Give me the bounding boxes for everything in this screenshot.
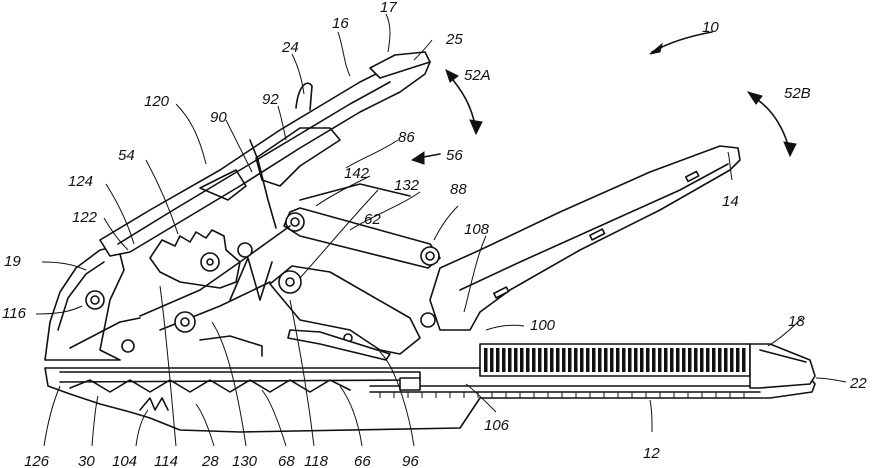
label-22: 22	[849, 375, 867, 392]
staple	[502, 348, 506, 372]
staple	[622, 348, 626, 372]
label-28: 28	[201, 453, 219, 468]
staple	[610, 348, 614, 372]
staple	[574, 348, 578, 372]
linkages	[140, 140, 440, 360]
label-17: 17	[380, 0, 397, 16]
label-114: 114	[154, 453, 178, 468]
staple	[682, 348, 686, 372]
label-86: 86	[398, 129, 415, 146]
label-100: 100	[530, 317, 556, 334]
label-56: 56	[446, 147, 463, 164]
staple	[634, 348, 638, 372]
label-30: 30	[78, 453, 95, 468]
label-106: 106	[484, 417, 510, 434]
staple	[514, 348, 518, 372]
staple	[658, 348, 662, 372]
label-62: 62	[364, 211, 381, 228]
staple	[712, 348, 716, 372]
staple	[580, 348, 584, 372]
label-108: 108	[464, 221, 490, 238]
staple	[706, 348, 710, 372]
label-68: 68	[278, 453, 295, 468]
label-10: 10	[702, 19, 719, 36]
staple	[598, 348, 602, 372]
label-16: 16	[332, 15, 349, 32]
staple	[694, 348, 698, 372]
label-120: 120	[144, 93, 170, 110]
label-66: 66	[354, 453, 371, 468]
staple	[520, 348, 524, 372]
staple	[508, 348, 512, 372]
label-92: 92	[262, 91, 279, 108]
staple	[538, 348, 542, 372]
staple	[700, 348, 704, 372]
base-housing	[45, 344, 815, 432]
label-116: 116	[2, 305, 27, 322]
label-54: 54	[118, 147, 135, 164]
label-12: 12	[643, 445, 660, 462]
staple	[532, 348, 536, 372]
label-52b: 52B	[784, 85, 811, 102]
label-25: 25	[445, 31, 463, 48]
staple	[604, 348, 608, 372]
label-18: 18	[788, 313, 805, 330]
label-52a: 52A	[464, 67, 491, 84]
staple	[616, 348, 620, 372]
staple	[556, 348, 560, 372]
label-96: 96	[402, 453, 419, 468]
staple	[742, 348, 746, 372]
label-124: 124	[68, 173, 93, 190]
staple	[730, 348, 734, 372]
label-132: 132	[394, 177, 420, 194]
staple	[496, 348, 500, 372]
label-122: 122	[72, 209, 98, 226]
staple	[676, 348, 680, 372]
label-118: 118	[304, 453, 329, 468]
staple	[490, 348, 494, 372]
label-90: 90	[210, 109, 227, 126]
label-142: 142	[344, 165, 370, 182]
staple	[586, 348, 590, 372]
staple	[550, 348, 554, 372]
staple	[724, 348, 728, 372]
staple	[592, 348, 596, 372]
staple	[568, 348, 572, 372]
staple	[652, 348, 656, 372]
label-24: 24	[281, 39, 299, 56]
staple	[664, 348, 668, 372]
label-14: 14	[722, 193, 739, 210]
label-126: 126	[24, 453, 50, 468]
motion-arrows	[412, 32, 796, 164]
staple	[526, 348, 530, 372]
staple	[562, 348, 566, 372]
right-arm	[430, 146, 740, 330]
staple	[670, 348, 674, 372]
label-130: 130	[232, 453, 258, 468]
staple	[640, 348, 644, 372]
label-19: 19	[4, 253, 21, 270]
staple	[688, 348, 692, 372]
staple	[718, 348, 722, 372]
staple	[628, 348, 632, 372]
staple	[736, 348, 740, 372]
label-88: 88	[450, 181, 467, 198]
staple	[646, 348, 650, 372]
label-104: 104	[112, 453, 137, 468]
staple	[544, 348, 548, 372]
staple	[484, 348, 488, 372]
